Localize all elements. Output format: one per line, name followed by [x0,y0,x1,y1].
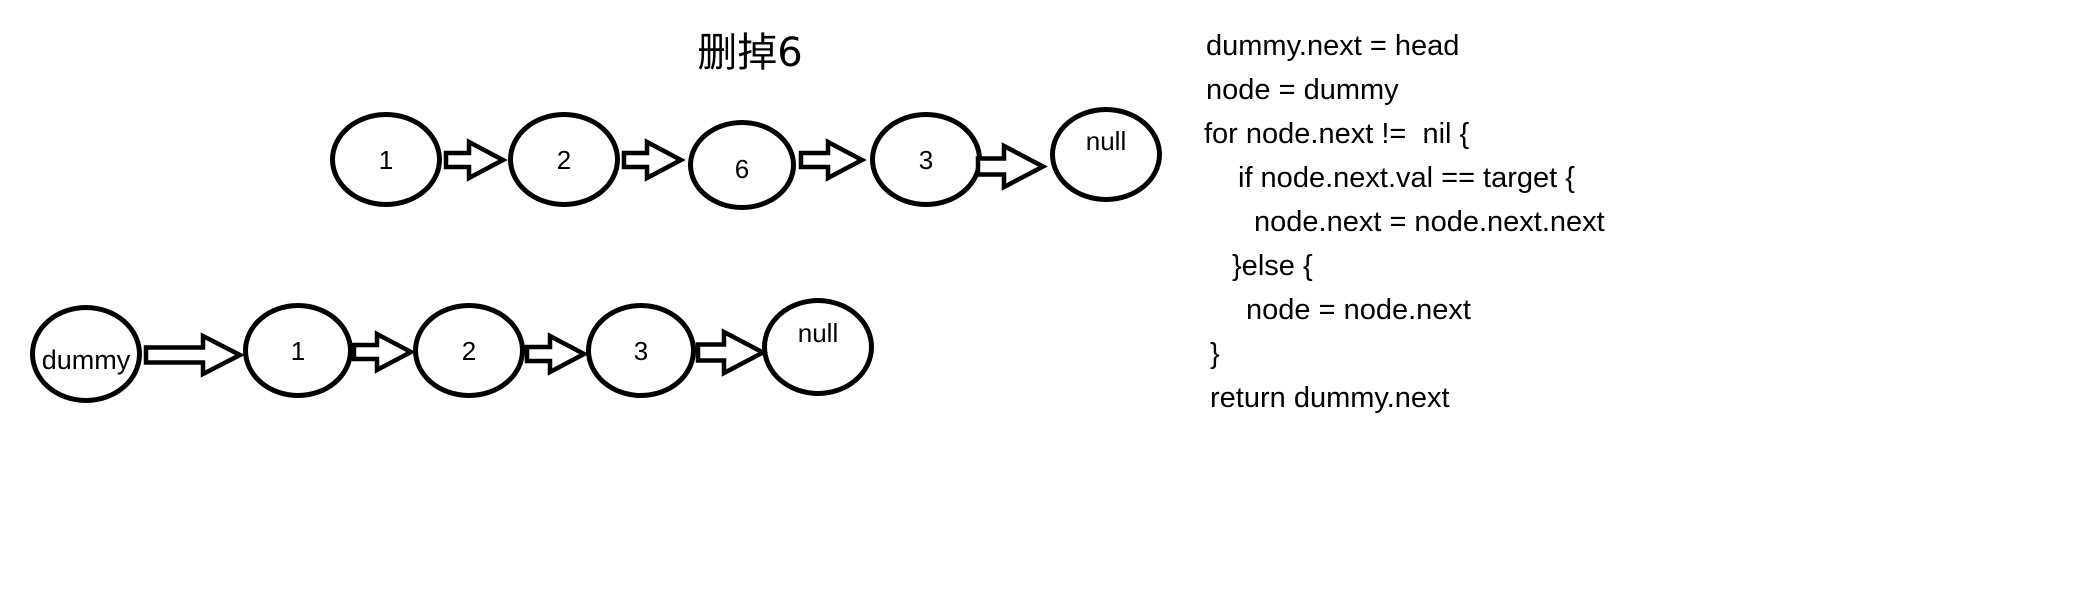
list-node: null [1050,107,1162,202]
list-node: 2 [413,303,525,398]
code-line: } [1210,338,1220,370]
next-pointer-arrow-icon [621,138,686,182]
list-node-label: 6 [734,154,750,184]
list-node-label: 3 [918,144,934,175]
next-pointer-arrow-icon [143,332,245,378]
list-node: 1 [330,112,442,207]
code-block: dummy.next = head node = dummy for node.ne… [1196,24,2066,420]
code-line: for node.next != nil { [1204,118,1470,150]
code-line: node = node.next [1246,294,1471,326]
next-pointer-arrow-icon [695,328,768,377]
next-pointer-arrow-icon [443,138,508,182]
list-node-label: 1 [290,335,306,366]
list-node-label: 2 [556,144,572,175]
code-line: return dummy.next [1210,382,1450,414]
next-pointer-arrow-icon [351,330,416,374]
next-pointer-arrow-icon [975,142,1048,191]
list-node-label: null [1085,125,1127,156]
list-node: 3 [870,112,982,207]
next-pointer-arrow-icon [524,332,589,376]
code-line: node.next = node.next.next [1254,206,1605,238]
list-node-label: dummy [41,344,131,375]
code-line: node = dummy [1206,74,1399,106]
list-node: null [762,298,874,396]
list-node: 3 [586,303,696,398]
list-node-label: 2 [461,335,477,366]
code-line: dummy.next = head [1206,30,1460,62]
list-node: 2 [508,112,620,207]
code-line: }else { [1232,250,1313,282]
list-node-label: null [797,318,839,348]
list-node-label: 3 [633,335,649,366]
next-pointer-arrow-icon [798,138,867,182]
code-line: if node.next.val == target { [1238,162,1575,194]
list-node: 1 [243,303,353,398]
page-title: 删掉6 [697,30,803,76]
list-node: 6 [688,120,796,210]
list-node-label: 1 [378,144,394,175]
list-node: dummy [30,305,142,403]
